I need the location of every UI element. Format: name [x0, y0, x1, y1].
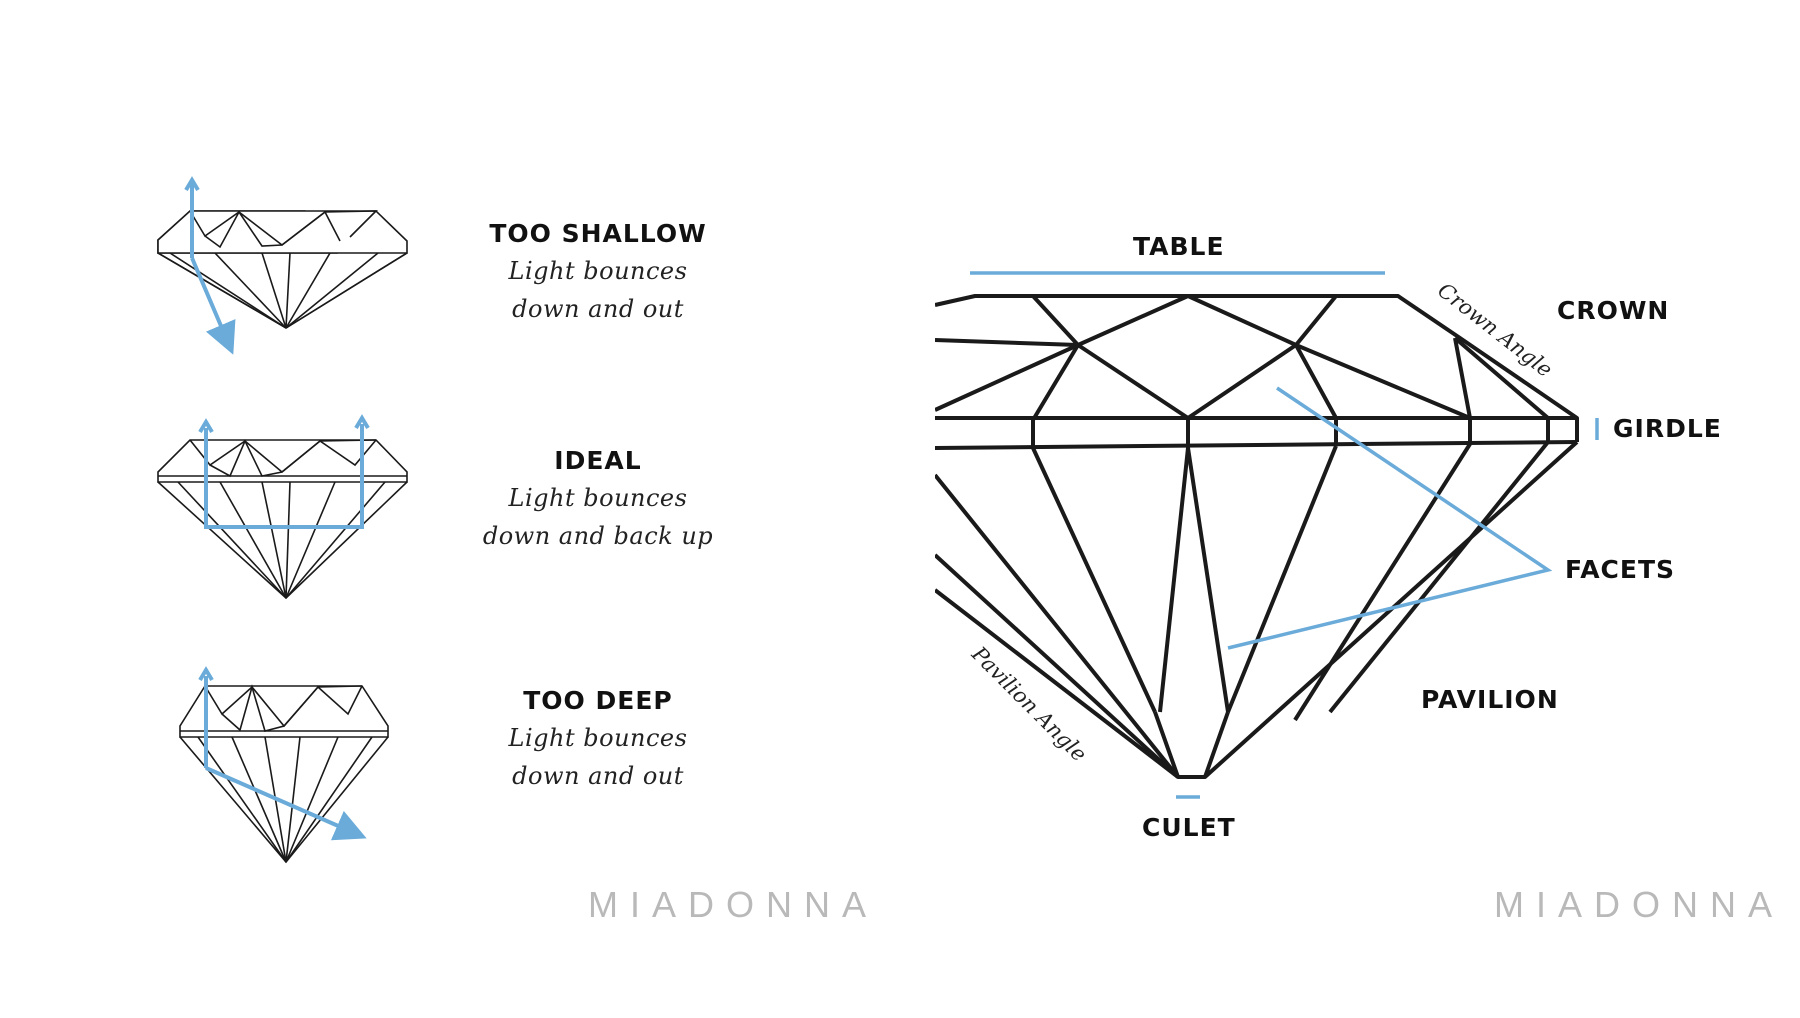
caption-too-shallow: TOO SHALLOW Light bounces down and out: [438, 216, 758, 328]
caption-title: TOO DEEP: [523, 686, 673, 715]
caption-title: TOO SHALLOW: [489, 219, 707, 248]
brand-logo-left: MIADONNA: [588, 884, 879, 925]
caption-line: Light bounces: [508, 724, 688, 752]
label-table: TABLE: [1133, 232, 1225, 261]
label-pavilion: PAVILION: [1421, 685, 1559, 714]
diamond-ideal: [157, 439, 408, 600]
caption-line: down and back up: [482, 522, 714, 550]
label-girdle: GIRDLE: [1613, 414, 1722, 443]
caption-line: down and out: [512, 762, 684, 790]
light-ray-too-shallow: [184, 176, 236, 355]
caption-ideal: IDEAL Light bounces down and back up: [438, 443, 758, 555]
light-ray-ideal: [198, 414, 370, 529]
label-facets: FACETS: [1565, 555, 1676, 584]
diamond-too-deep: [179, 684, 389, 864]
brand-logo-right: MIADONNA: [1494, 884, 1785, 925]
caption-too-deep: TOO DEEP Light bounces down and out: [438, 683, 758, 795]
light-ray-too-deep: [198, 666, 367, 841]
diamond-too-shallow: [157, 210, 408, 329]
diamond-anatomy: [933, 294, 1579, 779]
caption-line: Light bounces: [508, 257, 688, 285]
caption-line: down and out: [512, 295, 684, 323]
label-culet: CULET: [1142, 813, 1236, 842]
anatomy-pointers: [970, 271, 1599, 799]
label-crown: CROWN: [1557, 296, 1670, 325]
facets-pointer: [1227, 386, 1553, 650]
caption-title: IDEAL: [554, 446, 642, 475]
caption-line: Light bounces: [508, 484, 688, 512]
